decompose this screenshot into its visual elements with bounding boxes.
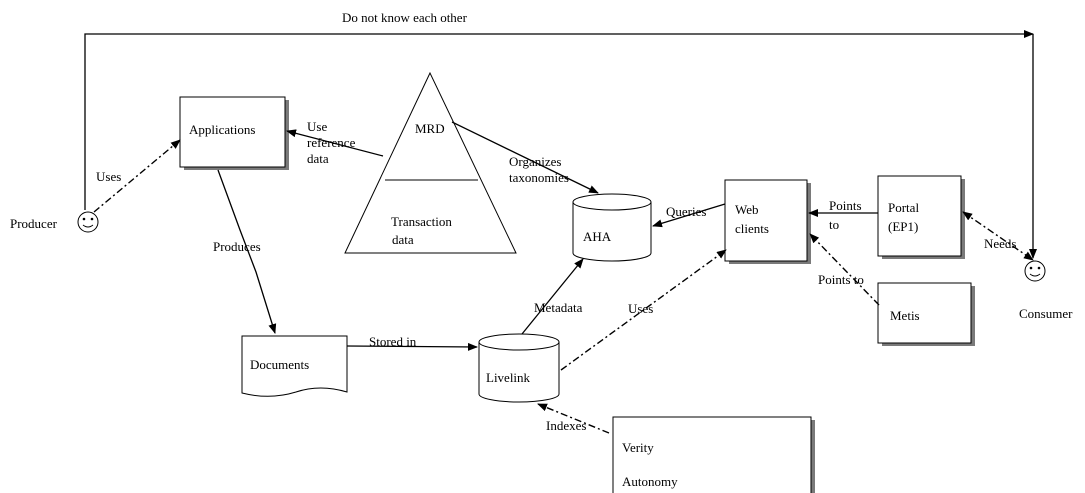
aha-label: AHA (583, 229, 612, 244)
edge-needs: Needs (962, 211, 1034, 261)
organizes-label-line2: taxonomies (509, 170, 569, 185)
edge-use-reference-data: Use reference data (286, 119, 384, 166)
edge-indexes: Indexes (537, 403, 610, 434)
edge-queries: Queries (652, 203, 726, 228)
points-to-portal-label-line2: to (829, 217, 839, 232)
documents-shape: Documents (241, 335, 348, 397)
mrd-pyramid: MRD Transaction data (344, 71, 517, 254)
edge-metis-points-to: Points to (809, 233, 880, 306)
queries-label: Queries (666, 204, 706, 219)
mrd-label: MRD (415, 121, 445, 136)
edge-metadata: Metadata (521, 258, 584, 335)
applications-box: Applications (179, 96, 289, 170)
edge-uses-web-clients: Uses (560, 249, 727, 371)
portal-label-line1: Portal (888, 200, 919, 215)
do-not-know-label: Do not know each other (342, 10, 468, 25)
metis-box: Metis (877, 282, 975, 346)
verity-box: Verity Autonomy (612, 416, 815, 493)
uses-livelink-label: Uses (628, 301, 653, 316)
metadata-label: Metadata (534, 300, 583, 315)
portal-box: Portal (EP1) (877, 175, 965, 259)
needs-label: Needs (984, 236, 1017, 251)
web-clients-label-line2: clients (735, 221, 769, 236)
web-clients-box: Web clients (724, 179, 811, 264)
use-reference-label-line3: data (307, 151, 329, 166)
producer-actor: Producer (10, 211, 99, 233)
web-clients-label-line1: Web (735, 202, 759, 217)
edge-producer-uses-applications: Uses (93, 139, 181, 213)
edge-organizes-taxonomies: Organizes taxonomies (451, 121, 599, 194)
transaction-label-line1: Transaction (391, 214, 452, 229)
metis-label: Metis (890, 308, 920, 323)
indexes-label: Indexes (546, 418, 586, 433)
use-reference-label-line2: reference (307, 135, 356, 150)
consumer-actor: Consumer (1019, 260, 1073, 321)
aha-database: AHA (572, 193, 652, 262)
autonomy-label: Autonomy (622, 474, 678, 489)
consumer-label: Consumer (1019, 306, 1073, 321)
organizes-label-line1: Organizes (509, 154, 561, 169)
stored-in-label: Stored in (369, 334, 417, 349)
producer-label: Producer (10, 216, 58, 231)
verity-label: Verity (622, 440, 654, 455)
documents-label: Documents (250, 357, 309, 372)
edge-stored-in: Stored in (346, 334, 478, 351)
produces-label: Produces (213, 239, 261, 254)
points-to-metis-label: Points to (818, 272, 864, 287)
portal-label-line2: (EP1) (888, 219, 918, 234)
producer-smiley-icon (77, 211, 99, 233)
uses-producer-label: Uses (96, 169, 121, 184)
applications-label: Applications (189, 122, 255, 137)
points-to-portal-label-line1: Points (829, 198, 862, 213)
transaction-label-line2: data (392, 232, 414, 247)
consumer-smiley-icon (1024, 260, 1046, 282)
edge-produces-documents: Produces (213, 169, 277, 334)
livelink-label: Livelink (486, 370, 531, 385)
use-reference-label-line1: Use (307, 119, 327, 134)
edge-portal-points-to: Points to (808, 198, 878, 232)
livelink-database: Livelink (478, 333, 560, 403)
